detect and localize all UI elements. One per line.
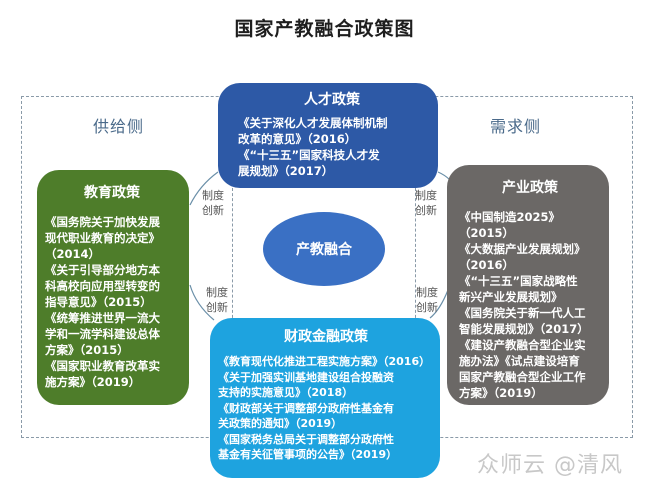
innovation-label-top-left: 制度 创新 (202, 189, 224, 217)
center-ellipse: 产教融合 (263, 212, 385, 286)
education-policy-box: 教育政策 《国务院关于加快发展 现代职业教育的决定》 （2014） 《关于引导部… (37, 170, 189, 405)
demand-side-label: 需求侧 (490, 117, 542, 136)
talent-policy-heading: 人才政策 (304, 92, 360, 108)
inner-dashed-line-left (232, 188, 233, 323)
center-label: 产教融合 (296, 242, 352, 258)
supply-side-label: 供给侧 (93, 117, 145, 136)
watermark: 众师云 @清风 (477, 453, 623, 478)
industry-policy-list: 《中国制造2025》 （2015） 《大数据产业发展规划》 （2016） 《“十… (459, 210, 589, 400)
education-policy-list: 《国务院关于加快发展 现代职业教育的决定》 （2014） 《关于引导部分地方本 … (45, 215, 160, 389)
innovation-label-bottom-left: 制度 创新 (206, 286, 228, 314)
industry-policy-heading: 产业政策 (502, 180, 558, 196)
diagram-title: 国家产教融合政策图 (234, 18, 415, 40)
education-policy-heading: 教育政策 (84, 185, 140, 201)
talent-policy-box: 人才政策 《关于深化人才发展体制机制 改革的意见》（2016） 《“十三五”国家… (218, 83, 438, 188)
innovation-label-top-right: 制度 创新 (415, 189, 437, 217)
talent-policy-list: 《关于深化人才发展体制机制 改革的意见》（2016） 《“十三五”国家科技人才发… (238, 116, 388, 178)
industry-policy-box: 产业政策 《中国制造2025》 （2015） 《大数据产业发展规划》 （2016… (447, 165, 609, 405)
finance-policy-heading: 财政金融政策 (284, 329, 368, 345)
inner-dashed-line-right (415, 188, 416, 323)
innovation-label-bottom-right: 制度 创新 (416, 286, 438, 314)
finance-policy-list: 《教育现代化推进工程实施方案》（2016） 《关于加强实训基地建设组合投融资 支… (218, 355, 431, 461)
finance-policy-box: 财政金融政策 《教育现代化推进工程实施方案》（2016） 《关于加强实训基地建设… (210, 318, 440, 478)
